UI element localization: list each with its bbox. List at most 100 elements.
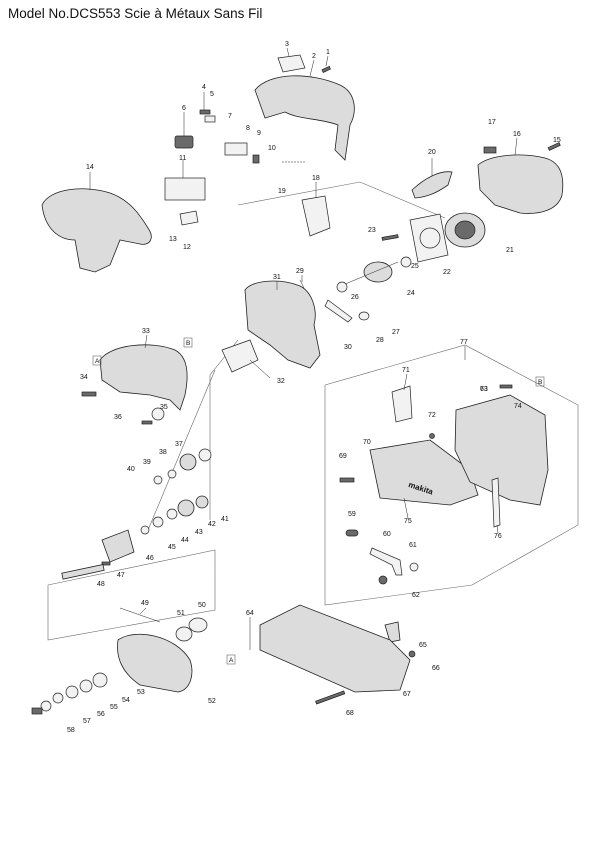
part-knob-65 (384, 621, 401, 643)
part-label: 64 (246, 610, 254, 617)
part-ring-51 (175, 626, 193, 642)
part-28 (324, 299, 353, 323)
part-55 (65, 685, 79, 699)
part-label: 2 (312, 53, 316, 60)
part-label: 66 (432, 665, 440, 672)
part-label: 62 (412, 592, 420, 599)
part-label: 16 (513, 131, 521, 138)
part-label: 39 (143, 459, 151, 466)
part-label: 52 (208, 698, 216, 705)
part-label: 38 (159, 449, 167, 456)
part-label: 24 (407, 290, 415, 297)
part-43 (166, 508, 178, 520)
part-label: 17 (488, 119, 496, 126)
part-cover-74 (454, 394, 549, 506)
part-cover-70 (369, 439, 479, 506)
part-47 (101, 561, 111, 566)
part-label: 70 (363, 439, 371, 446)
part-label: 41 (221, 516, 229, 523)
part-label: 48 (97, 581, 105, 588)
part-label: 23 (368, 227, 376, 234)
part-blade-guard-52 (117, 633, 193, 693)
part-label: 40 (127, 466, 135, 473)
part-9 (252, 154, 260, 164)
part-ring-50 (188, 617, 208, 633)
part-label: 15 (553, 137, 561, 144)
part-45 (140, 525, 150, 535)
part-drawings (31, 54, 564, 715)
part-label: 12 (183, 244, 191, 251)
part-label: 74 (514, 403, 522, 410)
part-label: 75 (404, 518, 412, 525)
part-label: 6 (182, 105, 186, 112)
part-plate-12 (179, 210, 199, 226)
part-label: 60 (383, 531, 391, 538)
part-label: 67 (403, 691, 411, 698)
part-label: 32 (277, 378, 285, 385)
part-label: 21 (506, 247, 514, 254)
part-label: 30 (344, 344, 352, 351)
part-8 (224, 142, 248, 156)
part-label: 65 (419, 642, 427, 649)
part-label: 25 (411, 263, 419, 270)
part-4 (199, 109, 211, 115)
part-safety-cover-33 (99, 344, 188, 411)
part-27 (358, 311, 370, 321)
part-49 (119, 607, 161, 623)
part-label: 10 (268, 145, 276, 152)
part-57 (40, 700, 52, 712)
part-label: 8 (246, 125, 250, 132)
part-label: 14 (86, 164, 94, 171)
part-spindle-46 (101, 529, 135, 563)
part-label: 49 (141, 600, 149, 607)
part-label: 22 (443, 269, 451, 276)
part-label: 45 (168, 544, 176, 551)
part-label: 1 (326, 49, 330, 56)
part-72 (429, 433, 435, 439)
diagram-title: Model No.DCS553 Scie à Métaux Sans Fil (8, 6, 263, 21)
part-61 (409, 562, 419, 572)
part-label: 51 (177, 610, 185, 617)
part-37 (198, 448, 212, 462)
part-71 (391, 385, 413, 423)
part-label: 73 (480, 386, 488, 393)
ref-marker-a-bottom: A (229, 657, 234, 664)
part-switch-6 (174, 135, 194, 149)
ref-marker-b-right: B (538, 379, 542, 386)
part-label: 27 (392, 329, 400, 336)
part-handle-cover (254, 75, 355, 161)
part-66 (408, 650, 416, 658)
reference-markers: A B B A (92, 337, 545, 665)
part-gasket-32 (221, 339, 259, 373)
part-label: 34 (80, 374, 88, 381)
part-18 (301, 195, 331, 237)
part-screw-15 (547, 142, 561, 151)
part-screw-69 (339, 477, 355, 483)
part-label: 61 (409, 542, 417, 549)
part-label: 3 (285, 41, 289, 48)
part-screw-1 (321, 65, 331, 73)
part-42 (177, 499, 195, 517)
part-label: 69 (339, 453, 347, 460)
part-bolt-68 (315, 690, 346, 705)
part-label: 76 (494, 533, 502, 540)
ref-marker-b-left: A (95, 358, 100, 365)
part-cover-20 (411, 171, 453, 199)
part-label: 42 (208, 521, 216, 528)
part-label: 33 (142, 328, 150, 335)
part-label: 31 (273, 274, 281, 281)
part-armature-24 (363, 261, 393, 283)
part-40 (153, 475, 163, 485)
part-label: 9 (257, 130, 261, 137)
part-label: 58 (67, 727, 75, 734)
part-label: 36 (114, 414, 122, 421)
part-screw-23 (381, 234, 399, 241)
part-lever-60 (369, 547, 403, 576)
part-label: 50 (198, 602, 206, 609)
part-bolt-34 (81, 391, 97, 397)
part-label: 18 (312, 175, 320, 182)
part-label-plate (277, 54, 306, 73)
part-strip-76 (491, 477, 501, 528)
part-label: 53 (137, 689, 145, 696)
